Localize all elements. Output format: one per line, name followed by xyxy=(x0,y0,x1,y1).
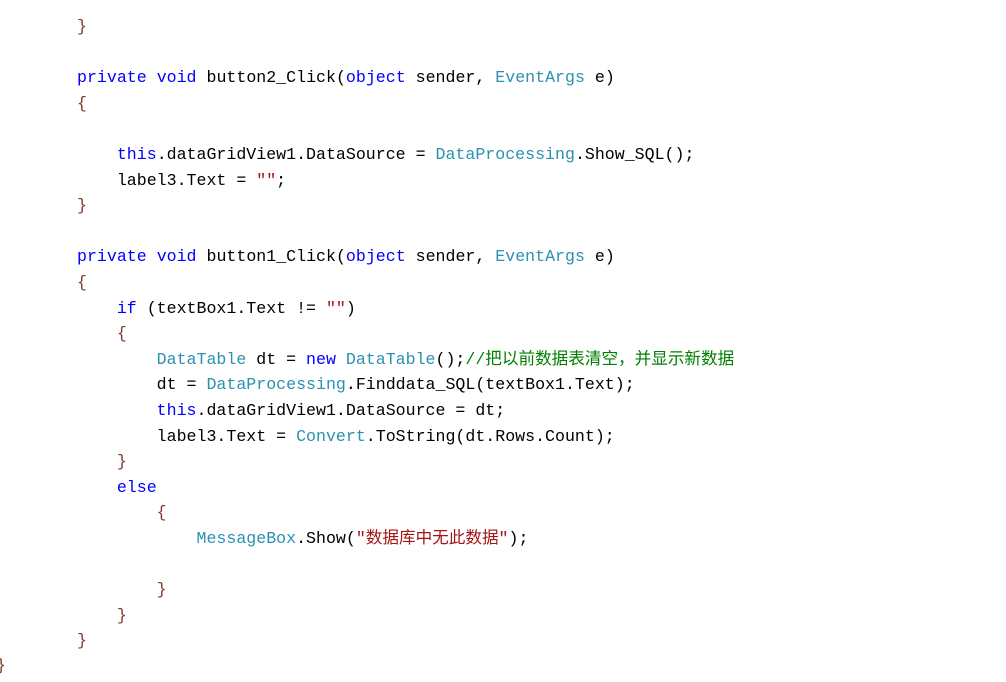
code-line: { xyxy=(77,270,734,296)
code-text xyxy=(77,452,117,471)
code-text: dt = xyxy=(246,349,307,369)
code-text xyxy=(77,324,117,343)
code-text: e) xyxy=(584,68,615,88)
code-text xyxy=(77,299,117,318)
keyword: this xyxy=(116,144,157,164)
code-line: } xyxy=(77,193,734,219)
keyword: if xyxy=(116,298,137,318)
code-line: } xyxy=(77,14,734,40)
code-text: .dataGridView1.DataSource = dt; xyxy=(196,400,506,420)
type-name: DataTable xyxy=(156,349,247,369)
code-text xyxy=(77,145,117,164)
code-line: { xyxy=(77,321,734,347)
code-text: .Show_SQL(); xyxy=(574,144,695,164)
brace: { xyxy=(116,324,127,344)
code-line: else xyxy=(77,475,734,501)
keyword: private xyxy=(77,68,147,88)
code-text: dt = xyxy=(77,375,207,395)
code-text: (); xyxy=(435,349,466,369)
code-line: } xyxy=(77,449,734,475)
keyword: else xyxy=(116,477,157,497)
type-name: DataProcessing xyxy=(206,375,346,395)
code-line: private void button1_Click(object sender… xyxy=(77,244,734,270)
string-literal: "" xyxy=(325,298,346,318)
code-line: { xyxy=(77,500,734,526)
code-line: MessageBox.Show("数据库中无此数据"); xyxy=(77,526,734,552)
code-line xyxy=(77,219,734,245)
type-name: Convert xyxy=(296,426,366,446)
code-text: ; xyxy=(276,170,287,190)
code-text: label3.Text = xyxy=(77,170,257,190)
brace: { xyxy=(77,272,87,292)
closing-brace: } xyxy=(0,653,6,679)
code-text xyxy=(77,401,157,420)
type-name: DataProcessing xyxy=(435,144,575,164)
brace: } xyxy=(77,196,87,216)
code-text: ); xyxy=(508,528,529,548)
code-line: private void button2_Click(object sender… xyxy=(77,65,734,91)
code-line: } xyxy=(77,577,734,603)
code-text: label3.Text = xyxy=(77,426,297,446)
code-text: sender, xyxy=(405,68,496,88)
code-text: button2_Click( xyxy=(196,68,346,88)
comment: //把以前数据表清空，并显示新数据 xyxy=(465,349,735,369)
code-text: sender, xyxy=(405,247,496,267)
brace: { xyxy=(156,503,167,523)
brace: } xyxy=(116,452,127,472)
string-literal: "数据库中无此数据" xyxy=(355,528,509,548)
code-text: button1_Click( xyxy=(196,247,346,267)
type-name: EventArgs xyxy=(495,68,585,88)
keyword: void xyxy=(156,247,197,267)
code-line: dt = DataProcessing.Finddata_SQL(textBox… xyxy=(77,372,734,398)
keyword: new xyxy=(306,349,336,369)
code-line xyxy=(77,116,734,142)
code-line: DataTable dt = new DataTable();//把以前数据表清… xyxy=(77,347,735,373)
code-text: (textBox1.Text != xyxy=(136,298,326,318)
type-name: EventArgs xyxy=(495,247,585,267)
code-text: .ToString(dt.Rows.Count); xyxy=(365,426,615,446)
brace: } xyxy=(77,631,87,651)
brace: } xyxy=(156,580,167,600)
code-text xyxy=(77,350,157,369)
code-text xyxy=(77,606,117,625)
code-line xyxy=(77,551,734,577)
code-line: { xyxy=(77,91,734,117)
code-line: } xyxy=(77,628,734,654)
code-editor[interactable]: } private void button2_Click(object send… xyxy=(77,14,734,654)
code-text: .Finddata_SQL(textBox1.Text); xyxy=(345,375,635,395)
type-name: MessageBox xyxy=(196,528,297,548)
brace: } xyxy=(116,605,127,625)
keyword: this xyxy=(156,400,197,420)
code-text: .Show( xyxy=(296,528,356,548)
code-line xyxy=(77,40,734,66)
brace: } xyxy=(77,17,87,36)
code-text xyxy=(336,350,346,369)
type-name: DataTable xyxy=(345,349,436,369)
code-text xyxy=(147,68,157,87)
keyword: void xyxy=(156,68,197,88)
code-text xyxy=(77,580,157,599)
code-text xyxy=(77,478,117,497)
code-text xyxy=(147,247,157,266)
code-line: this.dataGridView1.DataSource = dt; xyxy=(77,398,734,424)
brace: { xyxy=(77,93,87,113)
code-text xyxy=(77,529,197,548)
code-line: label3.Text = Convert.ToString(dt.Rows.C… xyxy=(77,424,734,450)
code-line: label3.Text = ""; xyxy=(77,168,734,194)
code-text xyxy=(77,503,157,522)
keyword: object xyxy=(345,247,406,267)
string-literal: "" xyxy=(256,170,277,190)
keyword: private xyxy=(77,247,147,267)
code-text: .dataGridView1.DataSource = xyxy=(156,144,436,164)
code-line: if (textBox1.Text != "") xyxy=(77,296,734,322)
code-text: ) xyxy=(345,298,356,318)
code-text: e) xyxy=(584,247,615,267)
code-line: this.dataGridView1.DataSource = DataProc… xyxy=(77,142,734,168)
code-line: } xyxy=(77,603,734,629)
keyword: object xyxy=(345,68,406,88)
